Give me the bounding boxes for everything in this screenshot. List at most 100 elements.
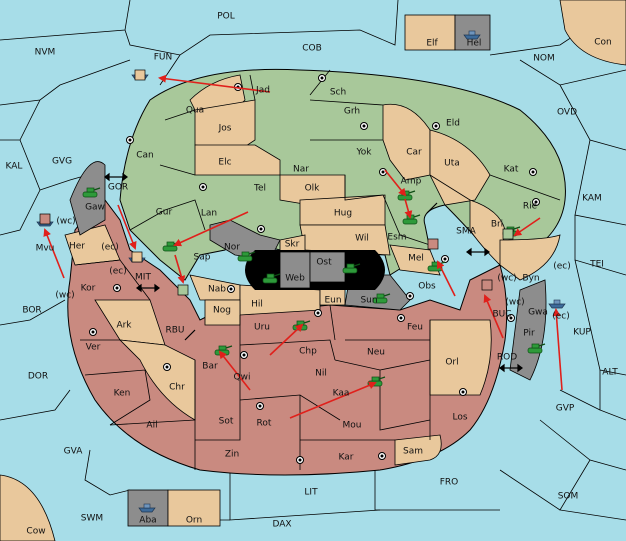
svg-text:(ec): (ec) (101, 243, 119, 253)
svg-text:Aba: Aba (139, 516, 156, 526)
svg-text:Web: Web (285, 274, 305, 284)
svg-text:Nor: Nor (224, 243, 240, 253)
svg-text:Wil: Wil (355, 234, 369, 244)
svg-text:Kat: Kat (504, 165, 519, 175)
province-borders (74, 69, 561, 470)
svg-text:Elf: Elf (426, 39, 438, 49)
svg-text:Sam: Sam (403, 447, 423, 457)
svg-text:Yok: Yok (355, 148, 372, 158)
svg-text:Rie: Rie (523, 202, 538, 212)
sea-label-lit: LIT (304, 488, 318, 498)
svg-text:Gaw: Gaw (85, 203, 105, 213)
neutral-provinces (64, 74, 561, 466)
svg-text:(ec): (ec) (553, 262, 571, 272)
sea-label-dax: DAX (272, 520, 291, 530)
province-web[interactable] (279, 251, 311, 289)
sea-label-som: SOM (558, 492, 579, 502)
sea-label-rod: ROD (497, 353, 517, 363)
province-elf[interactable] (404, 14, 456, 51)
sea-label-alt: ALT (602, 368, 618, 378)
svg-text:Sot: Sot (219, 417, 234, 427)
province-sam[interactable] (394, 434, 442, 466)
province-uta[interactable] (429, 129, 491, 206)
sea-label-nom: NOM (533, 54, 555, 64)
svg-text:Orn: Orn (186, 516, 202, 526)
province-ost[interactable] (309, 251, 346, 283)
province-gwa-pir[interactable] (509, 279, 547, 381)
svg-text:(ec): (ec) (552, 312, 570, 322)
svg-text:Eld: Eld (446, 119, 460, 129)
svg-text:Gur: Gur (156, 208, 173, 218)
province-hel[interactable] (454, 14, 491, 51)
svg-text:Sch: Sch (330, 88, 346, 98)
supply-centers (89, 74, 540, 464)
strait-markers (104, 172, 523, 373)
svg-text:Gwa: Gwa (528, 308, 548, 318)
sea-label-kal: KAL (6, 162, 23, 172)
province-orl[interactable] (429, 319, 492, 396)
sea-label-sma: SMA (456, 227, 476, 237)
svg-text:Uru: Uru (254, 323, 270, 333)
svg-text:Chp: Chp (299, 347, 317, 357)
svg-text:Neu: Neu (367, 348, 385, 358)
svg-text:Skr: Skr (285, 240, 300, 250)
svg-text:Tel: Tel (253, 184, 266, 194)
province-elc[interactable] (194, 144, 281, 176)
svg-text:Cow: Cow (26, 527, 45, 537)
svg-text:Byn: Byn (522, 274, 539, 284)
province-orn[interactable] (167, 489, 221, 527)
svg-text:Jos: Jos (218, 124, 232, 134)
svg-text:Olk: Olk (305, 184, 321, 194)
svg-text:Ver: Ver (86, 343, 101, 353)
svg-text:Amp: Amp (401, 177, 422, 187)
svg-text:Car: Car (406, 148, 422, 158)
province-car[interactable] (382, 103, 431, 181)
province-gaw[interactable] (69, 161, 106, 236)
sea-label-kup: KUP (573, 328, 591, 338)
svg-text:Ark: Ark (116, 321, 132, 331)
sea-label-cob: COB (302, 44, 322, 54)
svg-text:Feu: Feu (407, 323, 423, 333)
svg-text:(ec): (ec) (109, 267, 127, 277)
sea-label-pol: POL (217, 12, 235, 22)
province-byn[interactable] (499, 234, 561, 281)
svg-text:Qwi: Qwi (234, 373, 251, 383)
svg-text:Kor: Kor (81, 284, 96, 294)
svg-text:Zin: Zin (225, 450, 239, 460)
svg-text:Ost: Ost (316, 258, 332, 268)
svg-text:Hil: Hil (251, 300, 263, 310)
svg-text:Sap: Sap (194, 253, 211, 263)
svg-text:Mvu: Mvu (36, 244, 55, 254)
svg-text:Hel: Hel (467, 39, 482, 49)
sea-label-rbu: RBU (165, 326, 184, 336)
svg-text:(wc): (wc) (56, 217, 75, 227)
sea-label-nvm: NVM (35, 48, 56, 58)
svg-text:(wc): (wc) (497, 274, 516, 284)
order-arrows (43, 74, 563, 419)
sea-label-mit: MIT (135, 273, 151, 283)
svg-text:(wc): (wc) (55, 291, 74, 301)
sea-label-tei: TEI (589, 260, 604, 270)
svg-text:Chr: Chr (169, 383, 185, 393)
sea-label-gva: GVA (64, 447, 84, 457)
sea-label-buc: BUC (492, 310, 511, 320)
svg-text:Nar: Nar (293, 165, 309, 175)
sea-label-fro: FRO (440, 478, 459, 488)
sea-label-gvp: GVP (556, 404, 575, 414)
svg-text:Bri: Bri (491, 220, 503, 230)
sea-label-swm: SWM (81, 514, 103, 524)
svg-text:Con: Con (594, 38, 612, 48)
svg-text:Uta: Uta (444, 159, 460, 169)
svg-text:Orl: Orl (445, 358, 458, 368)
svg-text:Mou: Mou (343, 421, 362, 431)
svg-text:Hug: Hug (334, 209, 352, 219)
svg-text:Kaa: Kaa (333, 389, 350, 399)
land-labels: Con Elf Hel Jad Sch Qua Jos Grh Eld Can … (26, 38, 611, 537)
svg-text:Jad: Jad (255, 86, 270, 96)
sea-label-ovd: OVD (557, 108, 577, 118)
svg-text:Nab: Nab (208, 285, 226, 295)
province-mel[interactable] (389, 244, 441, 276)
sea-label-dor: DOR (28, 372, 48, 382)
sea-label-bor: BOR (22, 306, 41, 316)
